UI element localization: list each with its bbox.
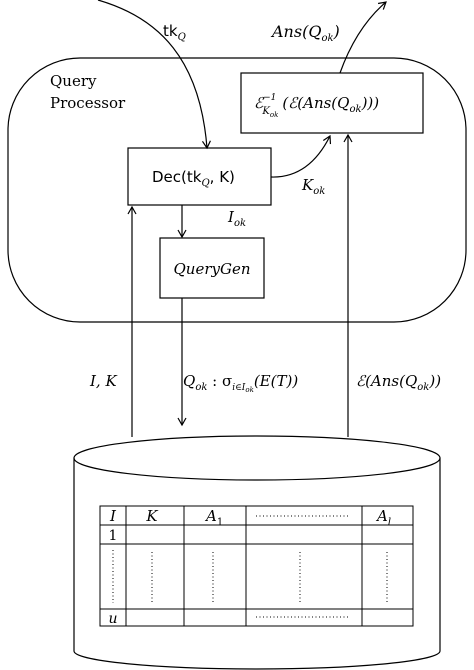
answer-output-arrow — [339, 1, 387, 74]
table-header-al: Al — [375, 507, 391, 528]
enc-answer-label: ℰ(Ans(Qok)) — [356, 372, 441, 393]
answer-output-label: Ans(Qok) — [270, 22, 340, 44]
table-row-index-last: u — [108, 611, 117, 627]
query-processor-container — [7, 57, 467, 323]
database-body — [73, 458, 441, 670]
query-expression-label: Qok : σi∈Iok(E(T)) — [183, 372, 298, 394]
table-row-index-first: 1 — [109, 528, 118, 544]
dec-box — [127, 147, 272, 206]
token-input-arrow — [97, 0, 211, 150]
dec-box-text: Dec(tkQ, K) — [152, 168, 235, 189]
i-ok-label: Iok — [227, 208, 246, 229]
encrypted-table: I K A1 Al 1 u — [99, 505, 414, 627]
processor-title-line1: Query — [50, 72, 97, 90]
table-header-k: K — [145, 507, 158, 525]
database-top — [73, 435, 441, 481]
processor-title-line2: Processor — [50, 94, 126, 112]
querygen-box-text: QueryGen — [174, 260, 251, 278]
i-k-label: I, K — [89, 372, 117, 390]
decrypt-result-box — [240, 72, 424, 134]
table-header-i: I — [109, 507, 117, 525]
database-cylinder — [73, 435, 441, 670]
k-ok-label: Kok — [301, 176, 325, 197]
querygen-box — [159, 237, 265, 299]
table-border — [99, 505, 414, 627]
table-header-a1: A1 — [204, 507, 223, 528]
token-input-label: tkQ — [163, 22, 186, 43]
dec-to-decrypt-arrow — [270, 134, 332, 178]
